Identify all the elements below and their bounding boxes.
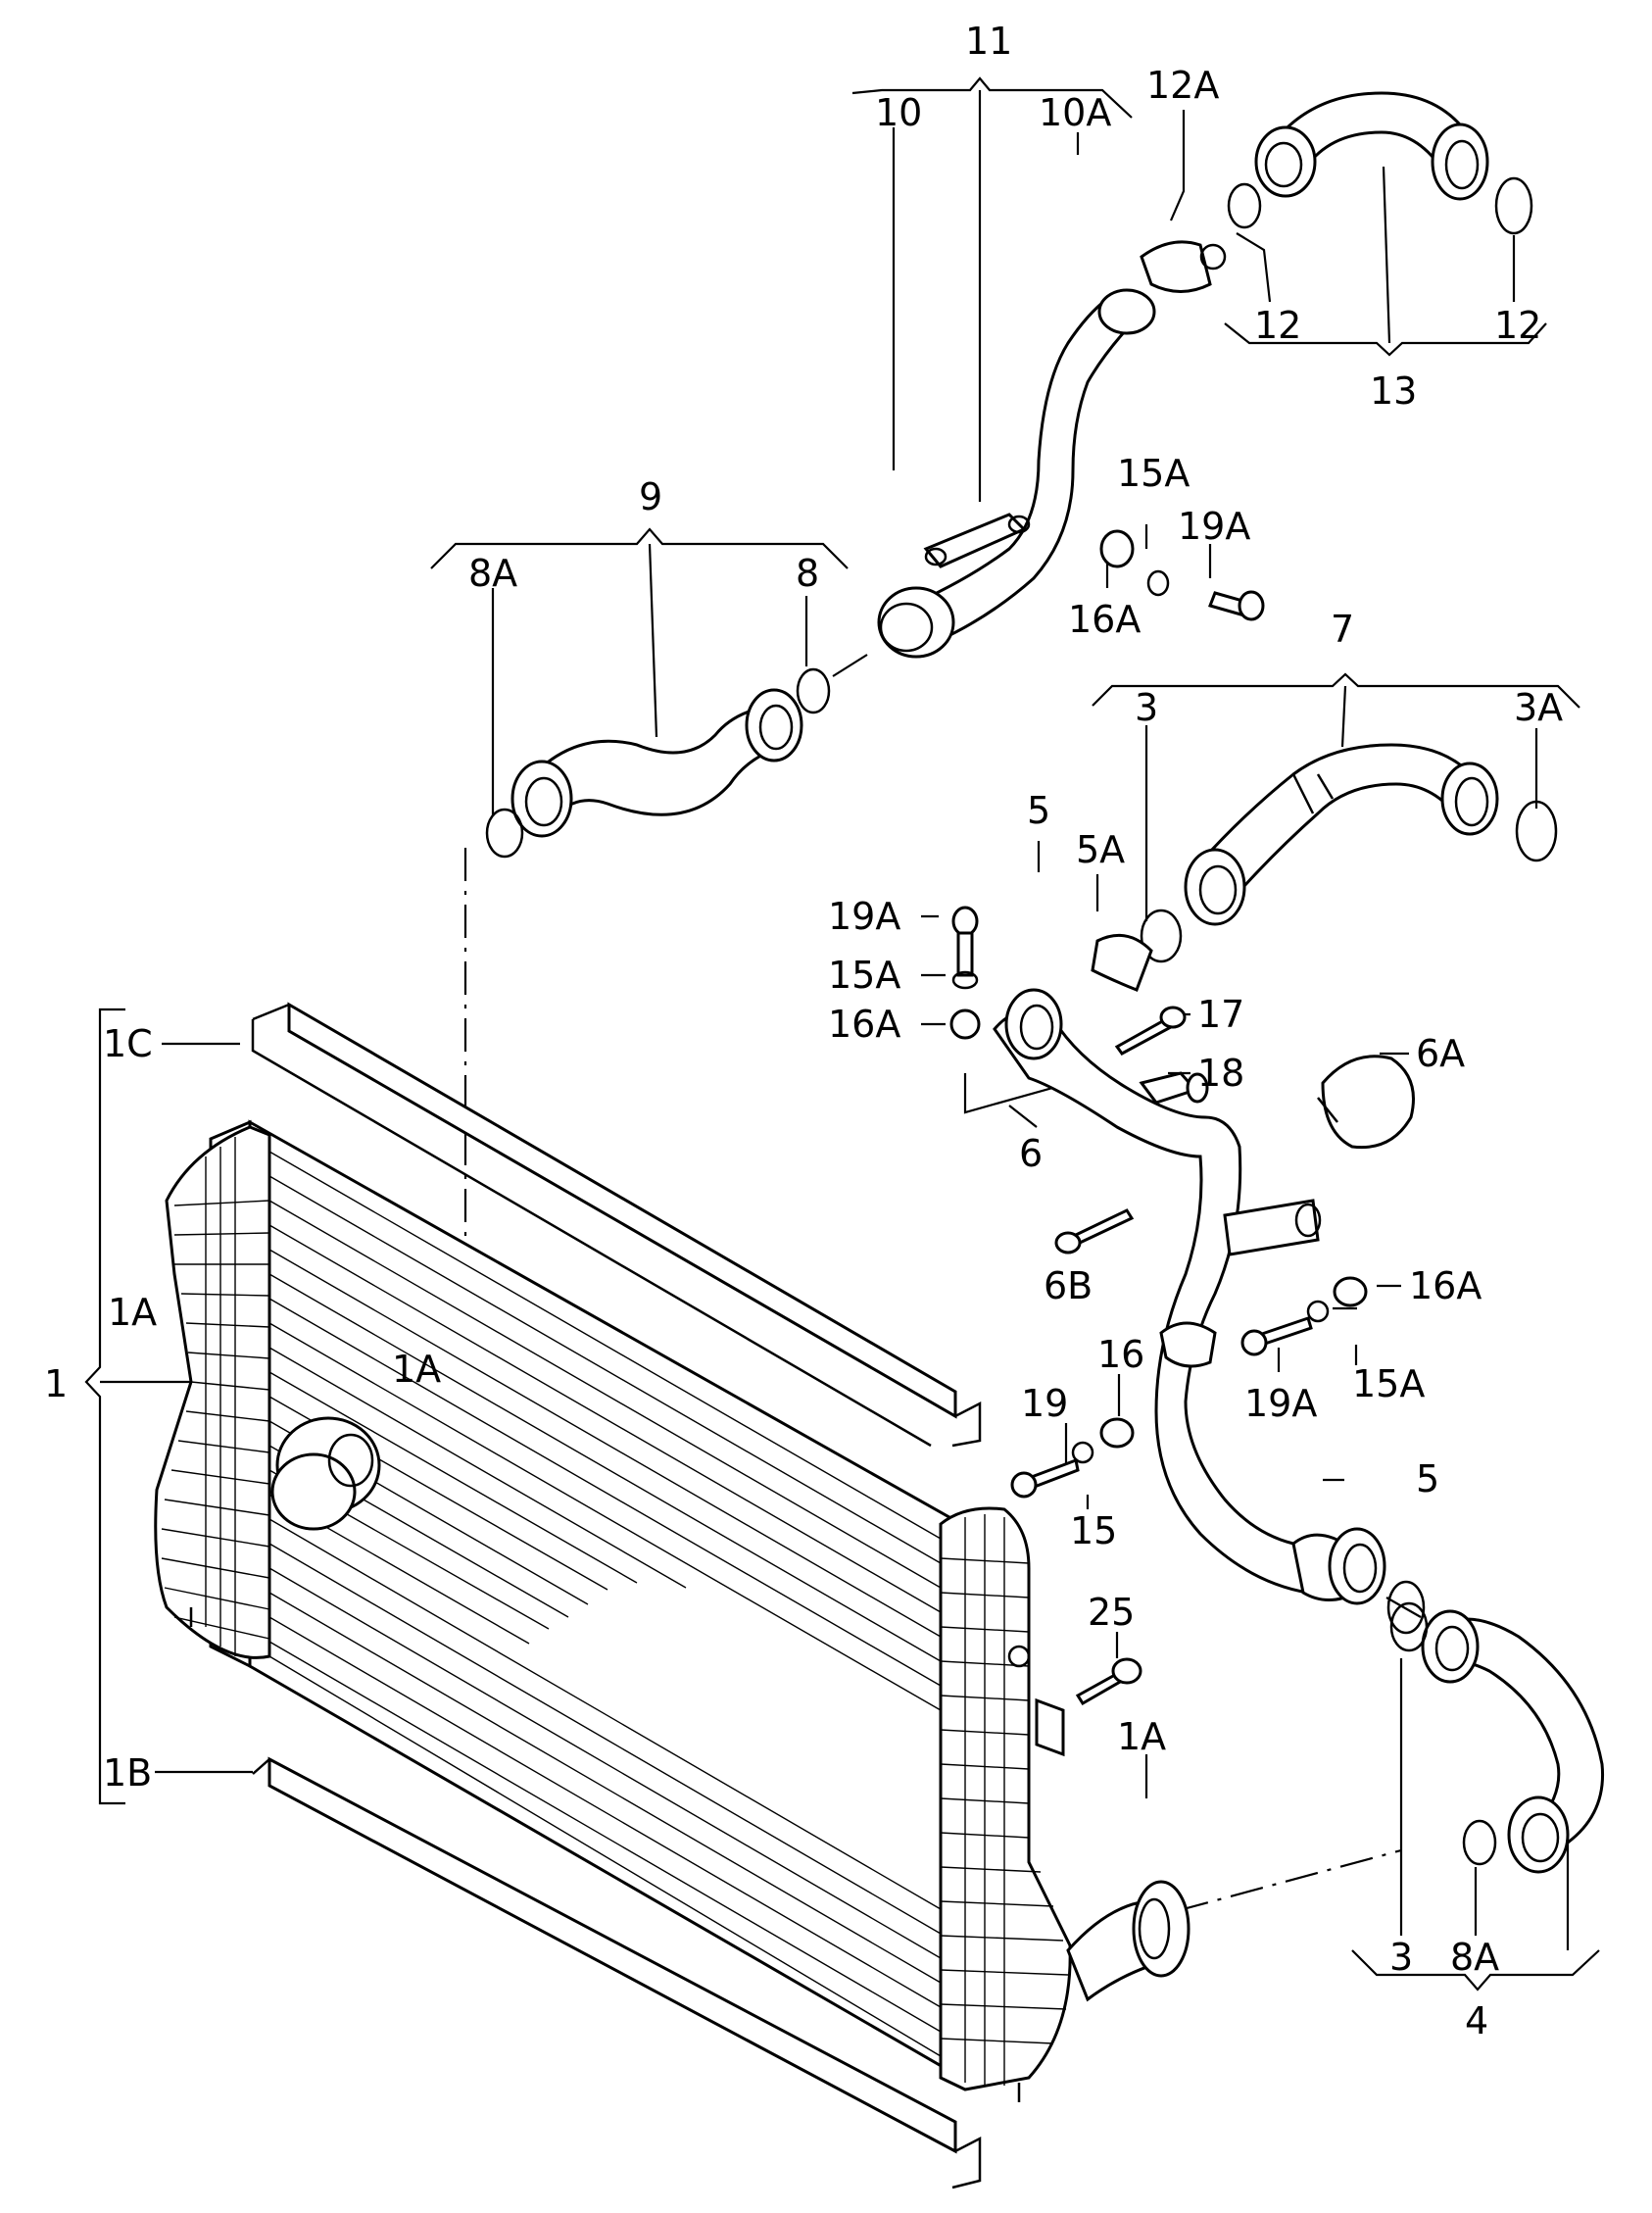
right-tank-grid xyxy=(940,1514,1069,2086)
label-19a-top: 19A xyxy=(1178,505,1250,548)
label-5-top: 5 xyxy=(1027,789,1050,832)
label-12a: 12A xyxy=(1146,64,1219,107)
label-16a-right: 16A xyxy=(1409,1264,1482,1307)
label-3-top: 3 xyxy=(1135,686,1158,729)
label-7: 7 xyxy=(1331,608,1354,651)
label-17: 17 xyxy=(1197,993,1244,1036)
core-fins xyxy=(268,1151,942,2057)
label-6: 6 xyxy=(1019,1132,1043,1175)
label-6a: 6A xyxy=(1416,1032,1465,1075)
label-15a-mid: 15A xyxy=(828,954,900,997)
label-9: 9 xyxy=(639,475,662,518)
label-1a-bottom: 1A xyxy=(1117,1715,1166,1758)
label-15a-top: 15A xyxy=(1117,452,1190,495)
part-labels: 11 10 10A 12A 12 12 13 9 8A 8 15A 19A 16… xyxy=(44,20,1563,2042)
label-11: 11 xyxy=(965,20,1012,63)
label-15a-right: 15A xyxy=(1352,1362,1425,1405)
intercooler-core xyxy=(154,1002,1190,2189)
label-8-top: 8 xyxy=(796,552,819,595)
label-10a: 10A xyxy=(1039,91,1111,134)
label-6b: 6B xyxy=(1044,1264,1093,1307)
label-16a-mid: 16A xyxy=(828,1003,900,1046)
pipes-and-hoses xyxy=(485,91,1605,1874)
label-19a-right: 19A xyxy=(1244,1382,1317,1425)
label-12-right: 12 xyxy=(1494,304,1541,347)
label-19: 19 xyxy=(1021,1382,1068,1425)
callout-brackets xyxy=(84,76,1600,1992)
label-1a-ring: 1A xyxy=(392,1348,441,1391)
label-8a-top: 8A xyxy=(468,552,517,595)
label-15: 15 xyxy=(1070,1509,1117,1552)
left-tank-grid xyxy=(161,1137,270,1656)
label-16a-top: 16A xyxy=(1068,598,1141,641)
label-19a-mid: 19A xyxy=(828,895,900,938)
label-16: 16 xyxy=(1097,1333,1144,1376)
label-1: 1 xyxy=(44,1362,68,1405)
label-3a: 3A xyxy=(1514,686,1563,729)
label-1c: 1C xyxy=(103,1022,153,1065)
label-1b: 1B xyxy=(103,1751,152,1795)
label-10: 10 xyxy=(875,91,922,134)
label-8a-bottom: 8A xyxy=(1450,1936,1499,1979)
label-12-left: 12 xyxy=(1254,304,1301,347)
label-3-bottom: 3 xyxy=(1389,1936,1413,1979)
label-1a-side: 1A xyxy=(108,1291,157,1334)
label-4: 4 xyxy=(1465,1999,1488,2042)
label-13: 13 xyxy=(1370,369,1417,413)
label-5-bottom: 5 xyxy=(1416,1457,1439,1500)
label-5a: 5A xyxy=(1076,828,1125,871)
label-18: 18 xyxy=(1197,1052,1244,1095)
label-25: 25 xyxy=(1088,1591,1135,1634)
